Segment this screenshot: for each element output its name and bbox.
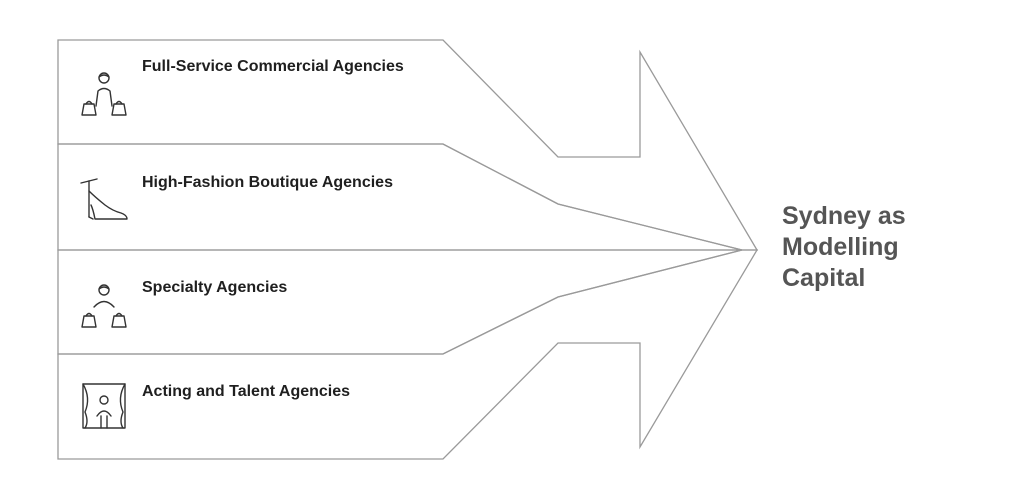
band-high-fashion (57, 143, 743, 251)
row-label-acting-talent: Acting and Talent Agencies (142, 383, 351, 400)
shopper-with-bags-icon (81, 72, 127, 116)
band-specialty (57, 249, 743, 355)
person-with-bags-icon (81, 284, 127, 328)
row-label-specialty: Specialty Agencies (142, 279, 288, 296)
target-label: Sydney as Modelling Capital (782, 202, 906, 292)
row-label-full-service: Full-Service Commercial Agencies (142, 58, 404, 75)
high-heel-shoe-icon (80, 178, 128, 220)
band-acting-talent (57, 249, 759, 460)
stage-curtain-performer-icon (82, 383, 126, 429)
row-label-high-fashion: High-Fashion Boutique Agencies (142, 174, 393, 191)
